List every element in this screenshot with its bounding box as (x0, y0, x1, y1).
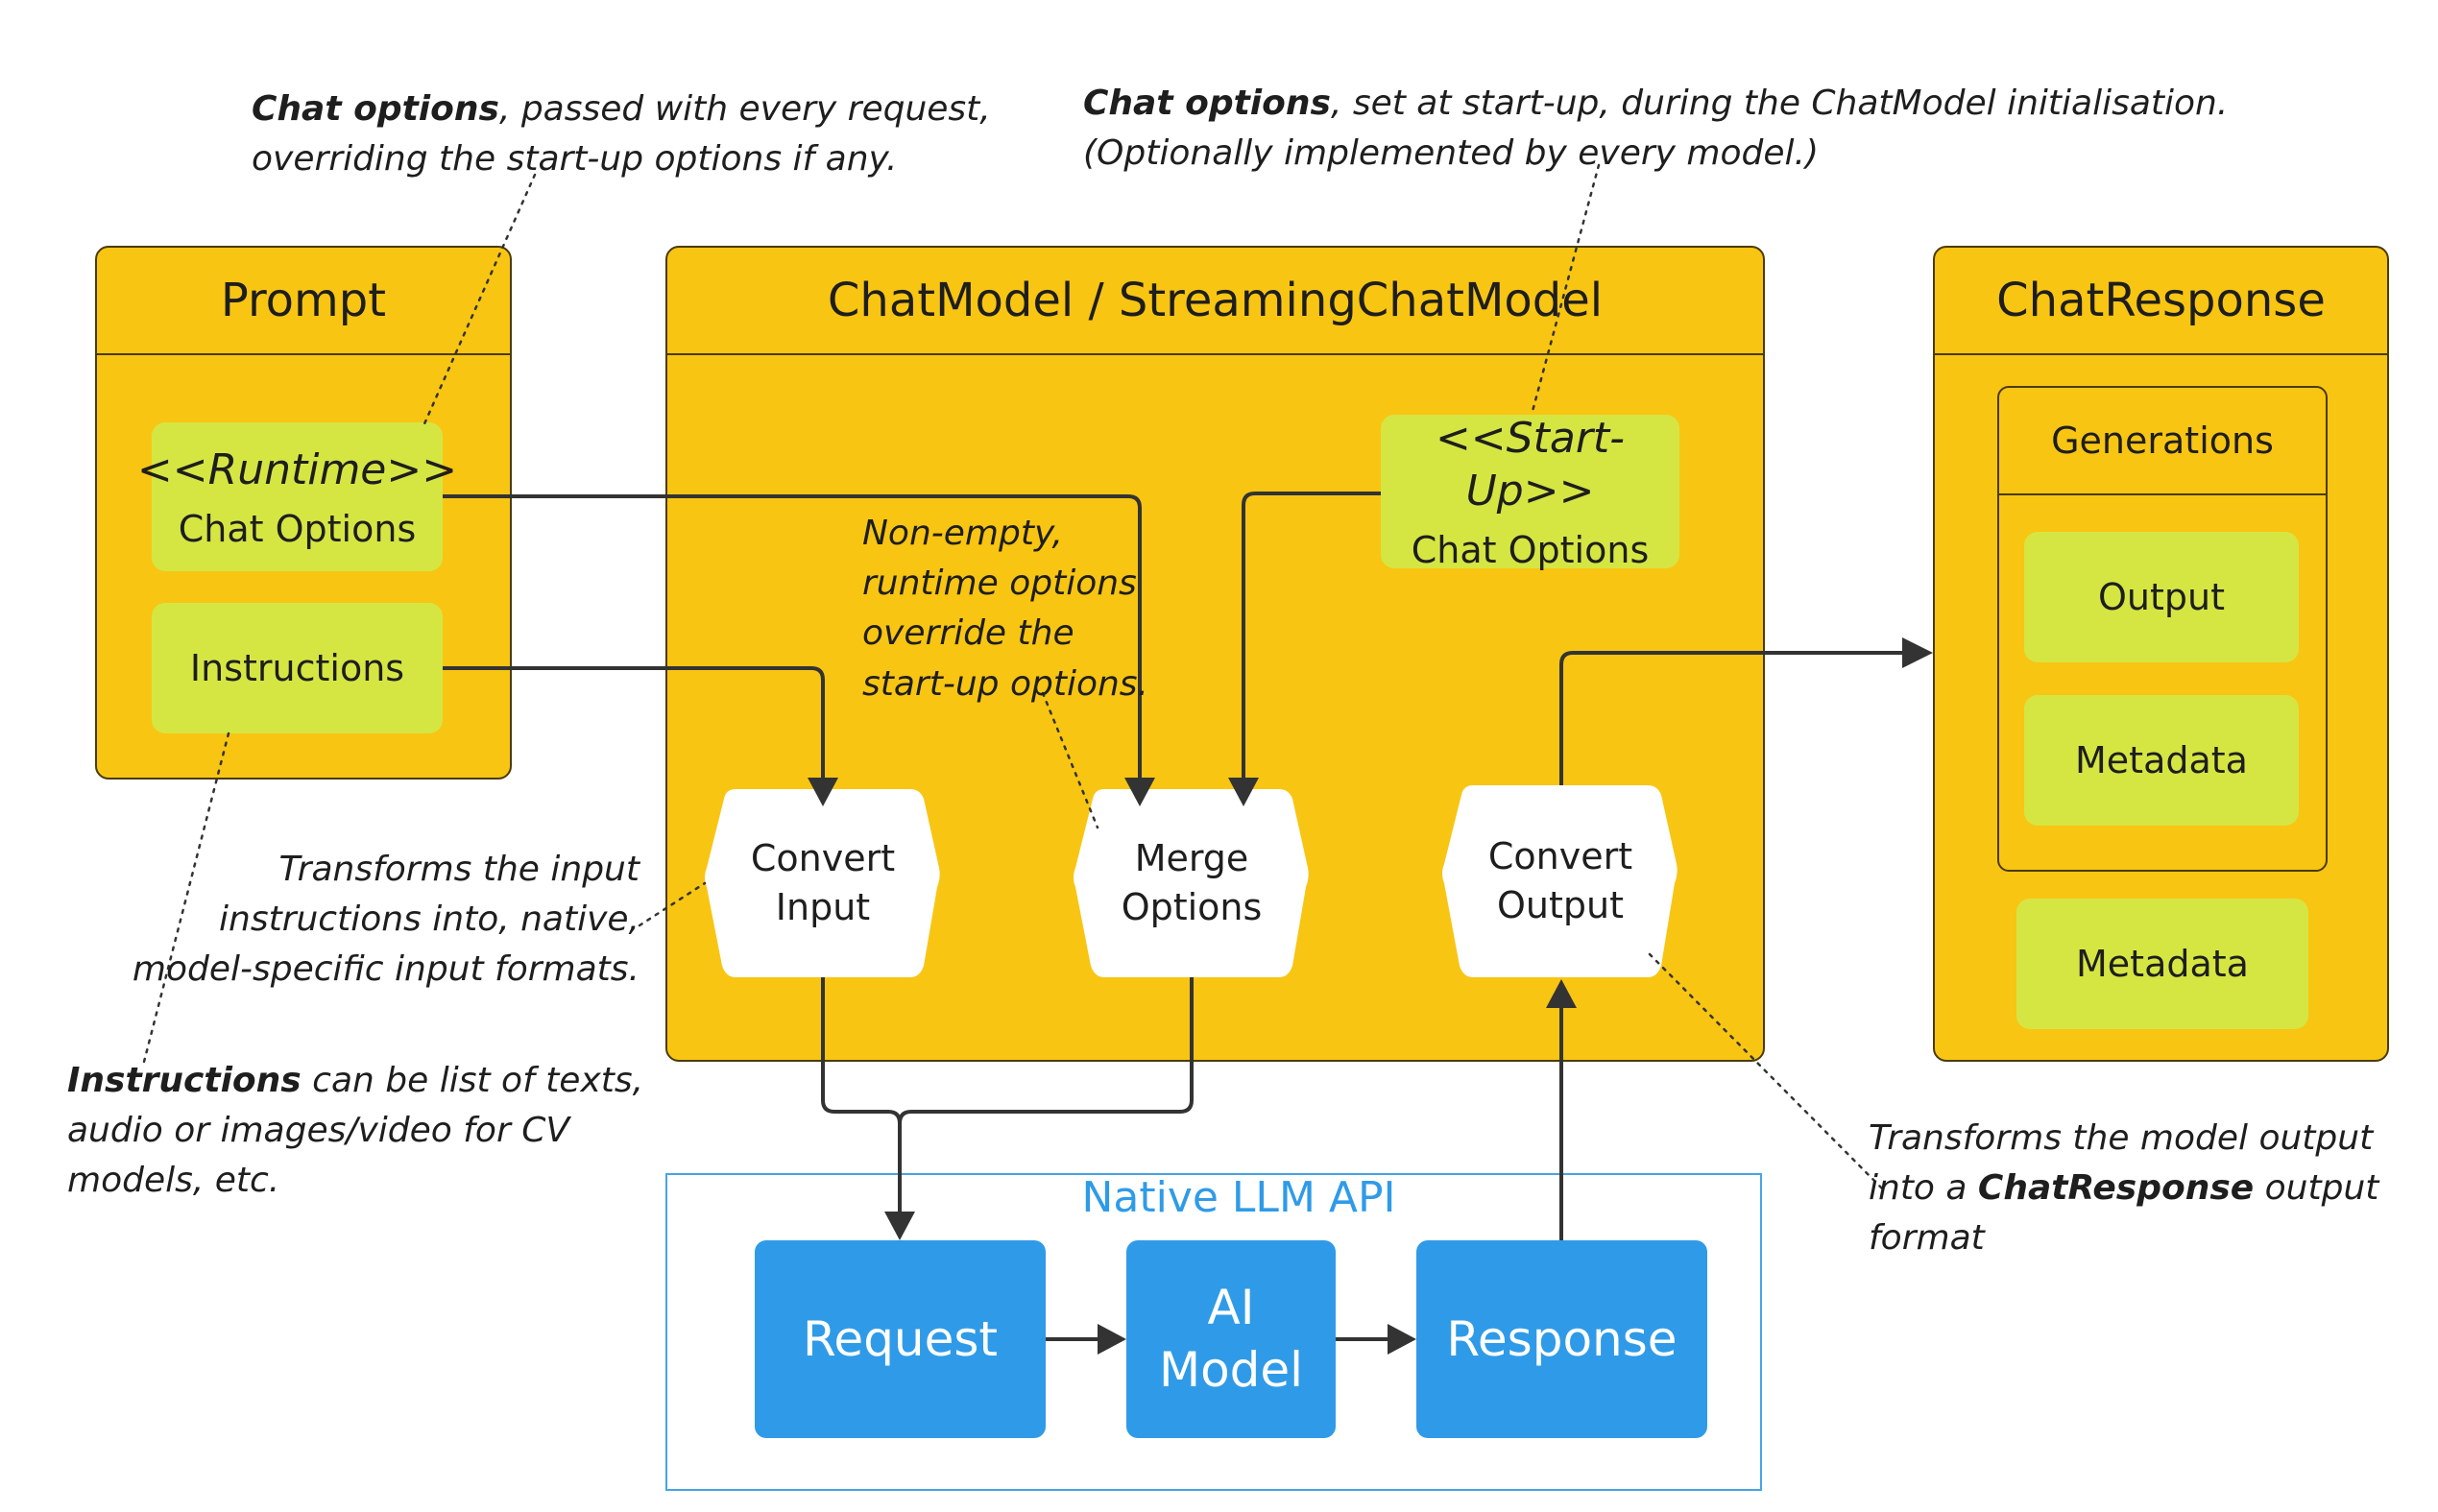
note-convert-input-line1: Transforms the input (278, 850, 640, 889)
note-startup-line2: (Optionally implemented by every model.) (1083, 133, 1820, 174)
native-llm-api-frame (665, 1173, 1762, 1491)
note-merge: Non-empty, runtime options override the … (862, 509, 1208, 709)
arrowhead-convert-input (808, 778, 838, 806)
arrow-startup-to-merge (1242, 492, 1381, 778)
arrowhead-convert-output (1546, 979, 1577, 1008)
note-runtime-line2: overriding the start-up options if any. (252, 139, 898, 180)
native-llm-api-title: Native LLM API (1081, 1173, 1396, 1222)
note-startup-options: Chat options, set at start-up, during th… (1083, 79, 2235, 179)
merge-options-label: Merge Options (1121, 836, 1263, 928)
note-merge-line3: override the (862, 613, 1074, 654)
leader-convert-output-note (1648, 952, 1886, 1192)
startup-stereotype: <<Start-Up>> (1435, 414, 1626, 516)
note-convert-input-line2: instructions into, native, (219, 900, 640, 940)
arrowhead-merge-right (1228, 778, 1259, 806)
note-convert-output-line2-post: output (2254, 1168, 2379, 1209)
startup-chat-options-label: Chat Options (1411, 529, 1650, 571)
response-box[interactable]: Response (1416, 1240, 1707, 1438)
arrowhead-response (1388, 1324, 1416, 1355)
note-merge-line4: start-up options. (862, 663, 1148, 704)
note-runtime-options: Chat options, passed with every request,… (252, 84, 1116, 184)
note-convert-input-line3: model-specific input formats. (132, 949, 640, 990)
arrow-convert-output-to-chatresponse (1559, 651, 1919, 785)
arrowhead-chatresponse (1902, 637, 1933, 668)
arrow-instructions-to-convert-input (443, 666, 825, 778)
note-instructions-bold: Instructions (67, 1061, 302, 1100)
chatresponse-title: ChatResponse (1935, 248, 2387, 355)
note-instructions: Instructions can be list of texts, audio… (67, 1056, 663, 1207)
output-box[interactable]: Output (2024, 532, 2299, 662)
arrowhead-ai-model (1098, 1324, 1126, 1355)
leader-startup-note (1530, 163, 1601, 417)
note-convert-output-line1: Transforms the model output (1869, 1118, 2374, 1158)
leader-runtime-note (421, 173, 537, 430)
convert-output-label: Convert Output (1487, 834, 1633, 926)
arrow-runtime-to-merge (443, 494, 1142, 778)
note-instructions-line2: audio or images/video for CV (67, 1111, 569, 1151)
prompt-title: Prompt (97, 248, 510, 355)
response-metadata-box[interactable]: Metadata (2016, 899, 2308, 1029)
instructions-label: Instructions (189, 647, 405, 689)
output-label: Output (2098, 576, 2225, 618)
leader-convert-input-note (638, 881, 707, 927)
note-convert-output-line3: format (1869, 1218, 1985, 1259)
runtime-chat-options-box[interactable]: <<Runtime>> Chat Options (137, 422, 457, 571)
note-runtime-line1: , passed with every request, (498, 89, 991, 129)
note-runtime-bold: Chat options (252, 89, 499, 129)
arrowhead-request (884, 1212, 915, 1240)
note-convert-output-line2-bold: ChatResponse (1977, 1168, 2255, 1209)
generations-title: Generations (1999, 388, 2326, 495)
request-box[interactable]: Request (755, 1240, 1046, 1438)
note-merge-line1: Non-empty, (862, 514, 1063, 553)
ai-model-label: AI Model (1158, 1280, 1304, 1398)
convert-output-hexagon[interactable] (1442, 785, 1678, 977)
note-merge-line2: runtime options (862, 564, 1137, 604)
convert-input-label: Convert Input (750, 836, 896, 928)
response-metadata-label: Metadata (2076, 943, 2249, 985)
leader-instructions-note (142, 732, 230, 1064)
note-convert-output: Transforms the model output into a ChatR… (1869, 1114, 2406, 1264)
note-startup-line1: , set at start-up, during the ChatModel … (1330, 84, 2229, 123)
runtime-stereotype: <<Runtime>> (136, 445, 458, 494)
instructions-box[interactable]: Instructions (152, 603, 443, 733)
chatmodel-title: ChatModel / StreamingChatModel (667, 248, 1763, 355)
ai-model-box[interactable]: AI Model (1126, 1240, 1336, 1438)
convert-input-hexagon[interactable] (705, 789, 940, 977)
runtime-chat-options-label: Chat Options (178, 508, 417, 550)
note-convert-output-line2-pre: into a (1869, 1168, 1978, 1209)
note-instructions-line3: models, etc. (67, 1161, 280, 1201)
response-label: Response (1446, 1310, 1678, 1367)
generations-container: Generations (1997, 386, 2328, 872)
generation-metadata-box[interactable]: Metadata (2024, 695, 2299, 826)
note-startup-bold: Chat options (1083, 84, 1331, 123)
note-instructions-line1: can be list of texts, (301, 1061, 644, 1100)
note-convert-input: Transforms the input instructions into, … (115, 845, 640, 996)
startup-chat-options-box[interactable]: <<Start-Up>> Chat Options (1381, 414, 1679, 571)
arrowhead-merge-left (1124, 778, 1155, 806)
arrow-merge-to-request (898, 977, 1194, 1124)
request-label: Request (802, 1310, 999, 1367)
arrow-convert-input-to-request (821, 977, 902, 1227)
generation-metadata-label: Metadata (2075, 739, 2248, 781)
merge-options-hexagon[interactable] (1074, 789, 1309, 977)
